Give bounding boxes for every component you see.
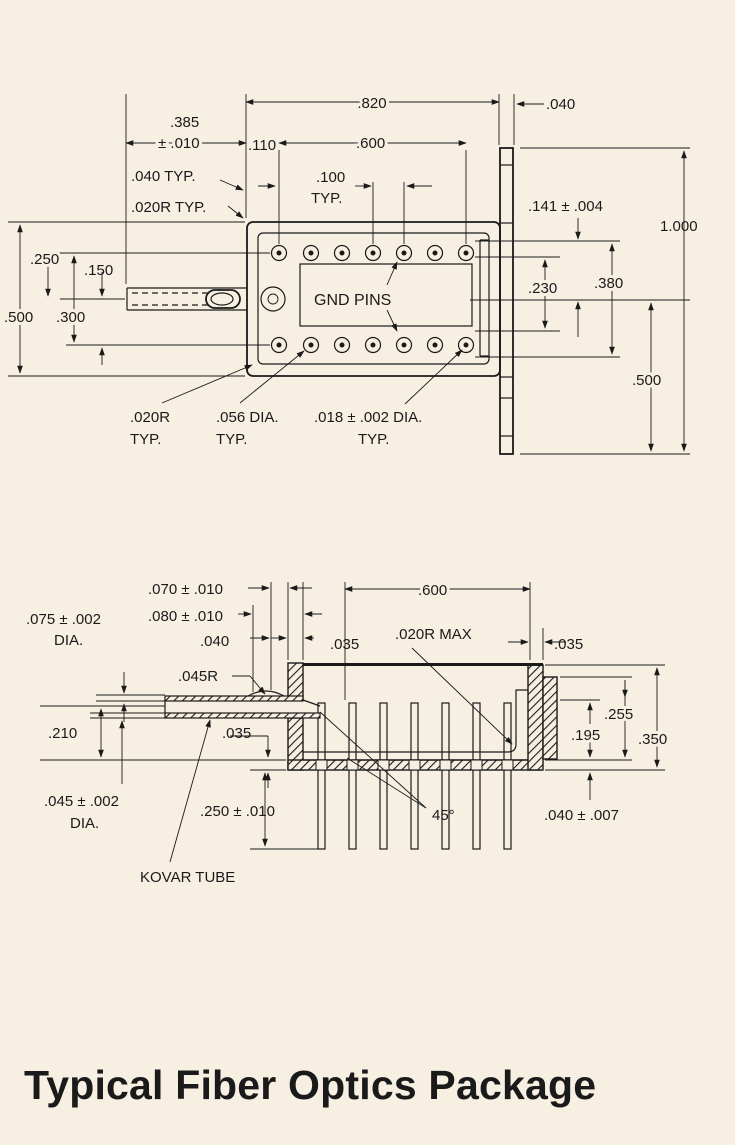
pin (270, 336, 288, 354)
pin-row-bottom (270, 336, 475, 354)
pin (333, 336, 351, 354)
dim-070: .070 ± .010 (148, 581, 223, 598)
dim-045r: .045R (178, 668, 218, 685)
pin-lead (472, 702, 481, 850)
mounting-flange (499, 147, 514, 455)
pin-lead (348, 702, 357, 850)
pin (364, 336, 382, 354)
dim-250-side: .250 ± .010 (200, 803, 275, 820)
dim-018-dia: .018 ± .002 DIA. (314, 409, 422, 426)
kovar-tube-top (126, 286, 286, 312)
pin-lead (317, 702, 326, 850)
pin (426, 336, 444, 354)
dim-080: .080 ± .010 (148, 608, 223, 625)
pin (395, 244, 413, 262)
side-pins (317, 702, 512, 850)
dim-600: .600 (356, 135, 385, 152)
pin (270, 244, 288, 262)
top-view-labels: .820 .040 .385 ± .010 .110 .600 .040 TYP… (1, 92, 698, 448)
top-extension-lines (8, 94, 690, 455)
top-view: .820 .040 .385 ± .010 .110 .600 .040 TYP… (1, 92, 698, 455)
dim-350: .350 (638, 731, 667, 748)
kovar-tube-label: KOVAR TUBE (140, 869, 235, 886)
pin (302, 244, 320, 262)
dim-035-c: .035 (222, 725, 251, 742)
pin-lead (441, 702, 450, 850)
dim-255: .255 (604, 706, 633, 723)
dim-040-side: .040 (200, 633, 229, 650)
side-view-labels: .070 ± .010 .600 .080 ± .010 .075 ± .002… (26, 579, 670, 886)
pin-lead (503, 702, 512, 850)
gnd-pins-label: GND PINS (314, 292, 391, 309)
dim-020r-max: .020R MAX (395, 626, 472, 643)
dim-150: .150 (84, 262, 113, 279)
pin (302, 336, 320, 354)
pin (364, 244, 382, 262)
dim-020r: .020R (130, 409, 170, 426)
dim-230: .230 (528, 280, 557, 297)
pin (457, 244, 475, 262)
dim-385-tolerance: ± .010 (158, 135, 200, 152)
dim-820: .820 (357, 95, 386, 112)
cavity-outline (299, 263, 473, 327)
side-view: .070 ± .010 .600 .080 ± .010 .075 ± .002… (26, 579, 670, 886)
dim-020r-typ: .020R TYP. (131, 199, 206, 216)
package-body-inner (257, 232, 490, 365)
pin-lead (410, 702, 419, 850)
kovar-tube-side (164, 690, 321, 719)
angle-45: 45° (432, 807, 455, 824)
dim-040-tolerance: .040 ± .007 (544, 807, 619, 824)
dim-141: .141 ± .004 (528, 198, 603, 215)
dim-600-side: .600 (418, 582, 447, 599)
pin-row-top (270, 244, 475, 262)
dim-385: .385 (170, 114, 199, 131)
dim-020r-typ-note: TYP. (130, 431, 161, 448)
dim-035-a: .035 (330, 636, 359, 653)
dim-045: .045 ± .002 (44, 793, 119, 810)
page-title: Typical Fiber Optics Package (24, 1062, 597, 1108)
pin (333, 244, 351, 262)
dim-500-left: .500 (4, 309, 33, 326)
dim-500-right: .500 (632, 372, 661, 389)
dim-210: .210 (48, 725, 77, 742)
side-dimension-arrows (98, 585, 660, 863)
dim-195: .195 (571, 727, 600, 744)
side-extension-lines (40, 582, 665, 850)
dim-045-dia: DIA. (70, 815, 99, 832)
pin (457, 336, 475, 354)
dim-100: .100 (316, 169, 345, 186)
side-section-walls (287, 662, 558, 771)
dim-100-typ: TYP. (311, 190, 342, 207)
dim-250: .250 (30, 251, 59, 268)
pin-lead (379, 702, 388, 850)
dim-075-dia: DIA. (54, 632, 83, 649)
dim-018-typ-note: TYP. (358, 431, 389, 448)
pin (426, 244, 444, 262)
top-dimension-arrows (17, 99, 687, 452)
dim-056-dia: .056 DIA. (216, 409, 279, 426)
dim-110: .110 (248, 137, 276, 154)
dim-380: .380 (594, 275, 623, 292)
dim-300: .300 (56, 309, 85, 326)
dim-040-typ: .040 TYP. (131, 168, 196, 185)
dim-1000: 1.000 (660, 218, 698, 235)
dim-035-b: .035 (554, 636, 583, 653)
pin (395, 336, 413, 354)
dim-040: .040 (546, 96, 575, 113)
dim-075: .075 ± .002 (26, 611, 101, 628)
dim-056-typ-note: TYP. (216, 431, 247, 448)
